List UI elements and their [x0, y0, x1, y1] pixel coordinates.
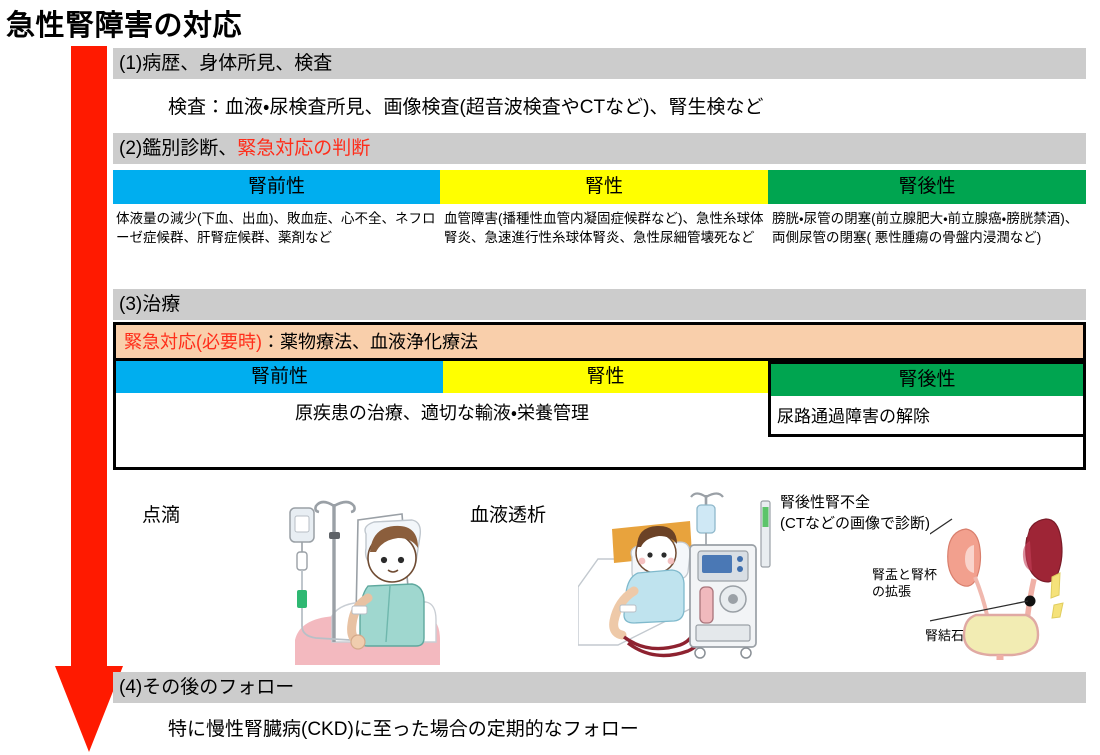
emergency-response-red-text: 緊急対応(必要時) [124, 332, 262, 352]
diagnosis-desc-renal: 血管障害(播種性血管内凝固症候群など)、急性糸球体腎炎、急速進行性糸球体腎炎、急… [444, 211, 764, 245]
treatment-main-text: 原疾患の治療、適切な輸液・栄養管理 [294, 403, 590, 423]
treatment-category-prerenal: 腎前性 [116, 361, 443, 393]
kidney-callout-pelvis: 腎盂と腎杯 の拡張 [872, 566, 937, 600]
iv-drip-illustration [289, 500, 440, 665]
hemodialysis-illustration [578, 492, 771, 659]
page-title: 急性腎障害の対応 [6, 10, 243, 42]
kidney-diagram-title-line2: (CTなどの画像で診断) [780, 515, 930, 532]
kidney-diagram-title-line1: 腎後性腎不全 [780, 494, 871, 511]
emergency-response-black-text: ：薬物療法、血液浄化療法 [262, 332, 478, 352]
kidney-callout-pelvis-line1: 腎盂と腎杯 [872, 567, 938, 582]
section-4-header: (4)その後のフォロー [113, 672, 1086, 703]
kidney-callout-pelvis-line2: の拡張 [872, 584, 912, 599]
illustration-label-dialysis: 血液透析 [470, 505, 547, 526]
diagnosis-category-renal: 腎性 [440, 170, 768, 204]
section-2-header-prefix: (2)鑑別診断、 [119, 138, 238, 159]
section-2-header: (2)鑑別診断、緊急対応の判断 [113, 133, 1086, 164]
section-2-header-highlight: 緊急対応の判断 [237, 138, 371, 159]
diagnosis-desc-postrenal: 膀胱・尿管の閉塞(前立腺肥大・前立腺癌・膀胱禁酒)、両側尿管の閉塞( 悪性腫瘍の… [772, 211, 1079, 245]
diagnosis-category-postrenal: 腎後性 [768, 170, 1086, 204]
section-1-body: 検査：血液・尿検査所見、画像検査(超音波検査やCTなど)、腎生検など [168, 97, 764, 118]
diagnosis-category-prerenal: 腎前性 [113, 170, 440, 204]
diagnosis-desc-prerenal: 体液量の減少(下血、出血)、敗血症、心不全、ネフローゼ症候群、肝腎症候群、薬剤な… [116, 211, 436, 245]
treatment-category-renal: 腎性 [443, 361, 768, 393]
treatment-postrenal-text: 尿路通過障害の解除 [777, 407, 930, 426]
urinary-tract-illustration [930, 518, 1064, 660]
section-1-header: (1)病歴、身体所見、検査 [113, 48, 1086, 79]
emergency-response-banner: 緊急対応(必要時)：薬物療法、血液浄化療法 [116, 325, 1083, 361]
illustration-label-drip: 点滴 [142, 505, 181, 526]
section-3-header: (3)治療 [113, 289, 1086, 320]
treatment-category-postrenal: 腎後性 [771, 364, 1083, 396]
kidney-diagram-title: 腎後性腎不全 (CTなどの画像で診断) [780, 492, 930, 534]
treatment-box: 緊急対応(必要時)：薬物療法、血液浄化療法 腎前性 腎性 原疾患の治療、適切な輸… [113, 322, 1086, 470]
treatment-postrenal-subbox: 腎後性 尿路通過障害の解除 [768, 361, 1086, 437]
kidney-callout-stone: 腎結石 [925, 628, 965, 643]
section-4-body: 特に慢性腎臓病(CKD)に至った場合の定期的なフォロー [168, 719, 639, 740]
downward-flow-arrow [55, 46, 123, 752]
